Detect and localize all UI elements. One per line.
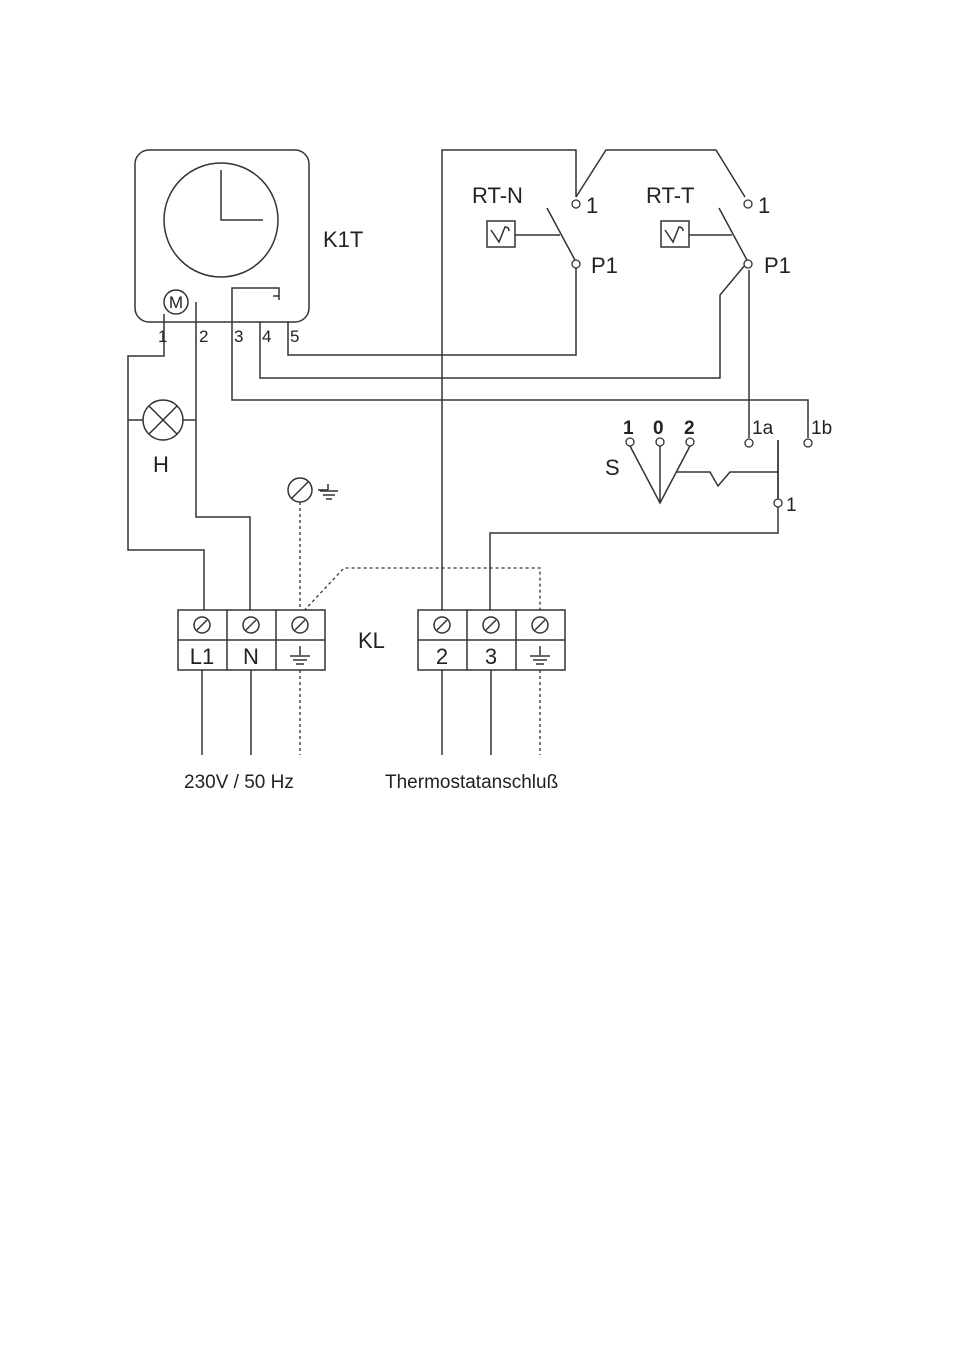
ground-symbol-icon (290, 646, 310, 665)
rt-n-sensor-icon (486, 220, 516, 248)
rt-n-contact-1 (571, 199, 581, 209)
switch-contact-1a-label: 1a (752, 418, 774, 439)
thermostat-connection-label: Thermostatanschluß (385, 772, 558, 793)
switch-contact-1b-label: 1b (811, 418, 832, 439)
earth-screw-slash (291, 481, 309, 499)
rt-n-contact-p1-label: P1 (591, 253, 618, 278)
thermostat-rt-t: RT-T 1 P1 (646, 183, 791, 278)
switch-pos-0: 0 (653, 418, 664, 439)
rt-t-label: RT-T (646, 183, 694, 208)
rt-t-contact-p1-label: P1 (764, 253, 791, 278)
rt-t-sensor-curve (664, 226, 684, 244)
wires-left (127, 302, 541, 616)
terminal-2: 2 (436, 644, 448, 669)
lamp-cross-b (148, 405, 178, 435)
terminal-block-label: KL (358, 628, 385, 653)
switch-pin-1 (625, 437, 635, 447)
rt-t-contact-1 (743, 199, 753, 209)
k1t-terminal-2: 2 (199, 327, 208, 346)
rt-n-label: RT-N (472, 183, 523, 208)
switch-contact-1b (803, 438, 813, 448)
rt-t-contact-1-label: 1 (758, 193, 770, 218)
k1t-label: K1T (323, 227, 363, 252)
wire-switch-1 (489, 440, 779, 615)
motor-icon (163, 289, 189, 315)
switch-mech-link (676, 471, 778, 488)
rt-n-contact-p1 (571, 259, 581, 269)
rt-t-sensor-icon (660, 220, 690, 248)
thermostat-rt-n: RT-N 1 P1 (472, 183, 618, 278)
switch-pos-1: 1 (623, 418, 634, 439)
wire-rtn-p1 (287, 265, 577, 356)
rt-t-blade (718, 207, 749, 263)
k1t-internal-contact (231, 287, 280, 322)
switch-label: S (605, 455, 620, 480)
ground-symbol-icon (318, 484, 338, 500)
wire-l1 (127, 314, 205, 615)
switch-contact-1-label: 1 (786, 495, 797, 516)
screw-icon (482, 616, 500, 634)
rt-n-blade (546, 207, 577, 263)
rt-n-sensor-curve (490, 226, 510, 244)
wire-n (195, 302, 251, 615)
wire-thermostat-2 (441, 149, 577, 615)
terminal-n: N (243, 644, 259, 669)
k1t-terminal-4: 4 (262, 327, 271, 346)
k1t-timer: M K1T 1 2 3 4 5 (134, 149, 363, 346)
terminal-3: 3 (485, 644, 497, 669)
clock-face-icon (163, 162, 279, 278)
lamp-label: H (153, 452, 169, 477)
screw-icon (242, 616, 260, 634)
screw-icon (193, 616, 211, 634)
k1t-terminal-3: 3 (234, 327, 243, 346)
wire-bridge-rt (575, 149, 746, 198)
output-leads (201, 670, 541, 755)
terminal-block-left: L1 N (177, 609, 326, 671)
switch-pin-2 (685, 437, 695, 447)
lamp-h: H (142, 399, 184, 477)
clock-hands (220, 170, 263, 221)
switch-contact-1 (773, 498, 783, 508)
k1t-housing (134, 149, 310, 323)
wires-right (231, 149, 809, 615)
supply-label: 230V / 50 Hz (184, 772, 294, 793)
rt-n-contact-1-label: 1 (586, 193, 598, 218)
terminal-l1: L1 (190, 644, 214, 669)
switch-contact-1a (744, 438, 754, 448)
wire-terminal-3 (231, 322, 809, 438)
wire-pe-link (299, 567, 541, 616)
terminal-block-right: 2 3 (417, 609, 566, 671)
ground-symbol-icon (530, 646, 550, 665)
selector-switch-s: 1 0 2 S 1a 1b 1 (605, 418, 832, 516)
rt-t-contact-p1 (743, 259, 753, 269)
switch-pos-2: 2 (684, 418, 695, 439)
motor-label: M (169, 293, 183, 312)
switch-pin-0 (655, 437, 665, 447)
k1t-terminal-5: 5 (290, 327, 299, 346)
wire-rtt-p1 (259, 264, 746, 379)
screw-icon (531, 616, 549, 634)
screw-icon (433, 616, 451, 634)
screw-icon (291, 616, 309, 634)
k1t-terminal-1: 1 (158, 327, 167, 346)
